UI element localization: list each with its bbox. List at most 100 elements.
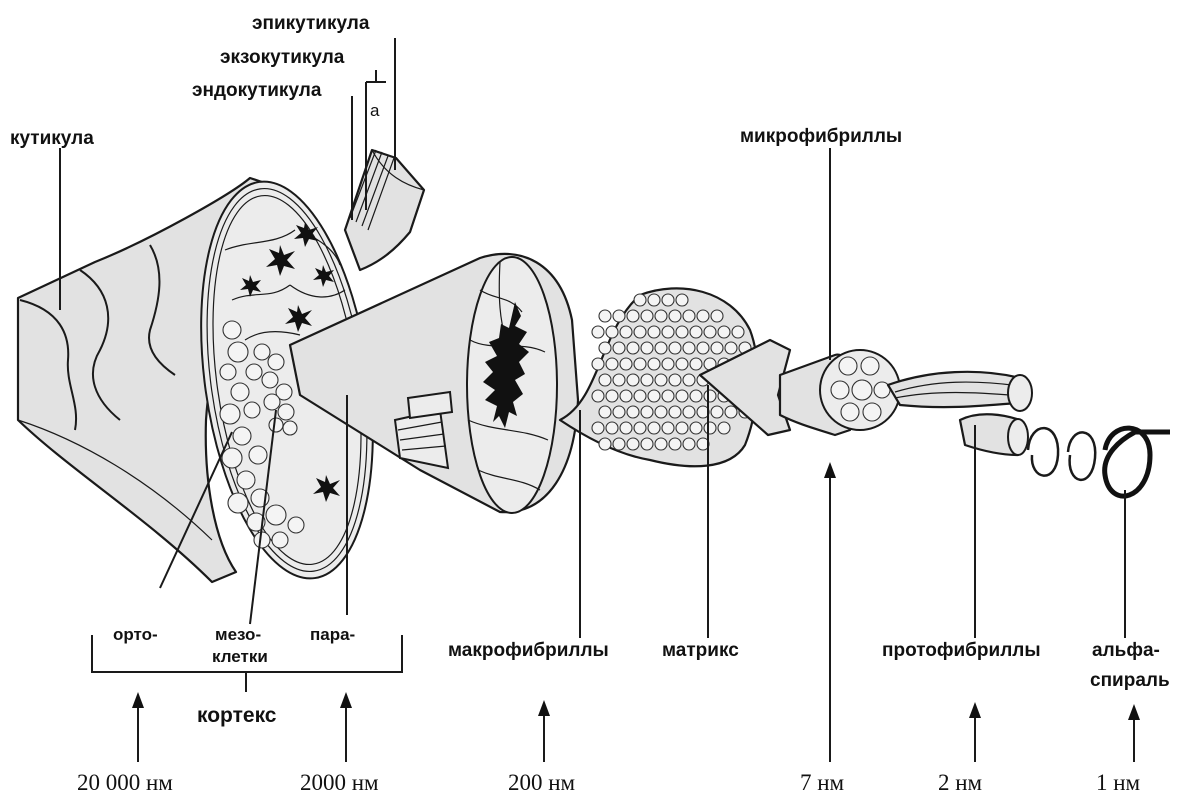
matrix-dot <box>641 342 653 354</box>
matrix-dot <box>648 326 660 338</box>
matrix-dot <box>634 358 646 370</box>
protofibril-stages <box>700 340 1170 496</box>
matrix-dot <box>676 358 688 370</box>
matrix-dot <box>718 326 730 338</box>
matrix-dot <box>599 342 611 354</box>
matrix-dot <box>592 358 604 370</box>
label-cuticle: кутикула <box>10 128 94 149</box>
label-endocuticle: эндокутикула <box>192 80 322 101</box>
matrix-dot <box>613 310 625 322</box>
matrix-dot <box>655 310 667 322</box>
matrix-dot <box>592 390 604 402</box>
matrix-dot <box>662 422 674 434</box>
label-cells: клетки <box>212 647 268 666</box>
matrix-dot <box>620 326 632 338</box>
matrix-dot <box>613 342 625 354</box>
matrix-dot <box>606 422 618 434</box>
matrix-dot <box>704 422 716 434</box>
matrix-dot <box>648 294 660 306</box>
scale-labels: 20 000 нм 2000 нм 200 нм 7 нм 2 нм 1 нм <box>77 770 1141 795</box>
matrix-dot <box>711 310 723 322</box>
label-macrofibrils: макрофибриллы <box>448 640 609 661</box>
matrix-dot <box>599 406 611 418</box>
matrix-dot <box>676 390 688 402</box>
label-meso: мезо- <box>215 625 261 644</box>
matrix-dot <box>634 422 646 434</box>
matrix-dot <box>704 390 716 402</box>
scale-label: 2 нм <box>938 770 983 795</box>
matrix-dot <box>641 438 653 450</box>
matrix-dot <box>697 310 709 322</box>
matrix-dot <box>718 422 730 434</box>
matrix-dot <box>613 438 625 450</box>
label-cortex: кортекс <box>197 704 277 727</box>
matrix-dot <box>627 342 639 354</box>
matrix-dot <box>725 406 737 418</box>
matrix-dot <box>725 342 737 354</box>
matrix-dot <box>648 422 660 434</box>
scale-label: 2000 нм <box>300 770 379 795</box>
matrix-dot <box>732 326 744 338</box>
matrix-dot <box>676 294 688 306</box>
matrix-dot <box>606 358 618 370</box>
matrix-dot <box>711 342 723 354</box>
matrix-dot <box>627 406 639 418</box>
scale-label: 200 нм <box>508 770 576 795</box>
matrix-dot <box>676 422 688 434</box>
matrix-dot <box>683 374 695 386</box>
matrix-dot <box>627 374 639 386</box>
matrix-dot <box>648 390 660 402</box>
matrix-dot <box>599 374 611 386</box>
matrix-dot <box>669 374 681 386</box>
matrix-dot <box>599 310 611 322</box>
matrix-dot <box>690 422 702 434</box>
label-alpha-2: спираль <box>1090 670 1170 691</box>
scale-label: 7 нм <box>800 770 845 795</box>
label-para: пара- <box>310 625 355 644</box>
matrix-dot <box>697 342 709 354</box>
matrix-dot <box>669 406 681 418</box>
matrix-dot <box>606 390 618 402</box>
matrix-dot <box>627 310 639 322</box>
matrix-dot <box>683 310 695 322</box>
label-exocuticle: экзокутикула <box>220 47 345 68</box>
matrix-dot <box>690 390 702 402</box>
matrix-dot <box>634 294 646 306</box>
label-microfibrils: микрофибриллы <box>740 126 902 147</box>
matrix-dot <box>641 374 653 386</box>
matrix-dot <box>683 342 695 354</box>
matrix-dot <box>690 326 702 338</box>
matrix-dot <box>662 358 674 370</box>
label-epicuticle: эпикутикула <box>252 13 370 34</box>
scale-label: 20 000 нм <box>77 770 173 795</box>
matrix-dot <box>634 326 646 338</box>
label-a: а <box>370 101 380 120</box>
matrix-dot <box>676 326 688 338</box>
matrix-dot <box>662 294 674 306</box>
matrix-dot <box>613 406 625 418</box>
label-protofibrils: протофибриллы <box>882 640 1041 661</box>
matrix-dot <box>711 406 723 418</box>
label-ortho: орто- <box>113 625 158 644</box>
matrix-dot <box>655 342 667 354</box>
matrix-dot <box>669 342 681 354</box>
matrix-dot <box>662 390 674 402</box>
matrix-dot <box>690 358 702 370</box>
alpha-helix <box>1028 428 1095 480</box>
alpha-helix-end <box>1105 428 1170 496</box>
matrix-dot <box>704 326 716 338</box>
label-alpha-1: альфа- <box>1092 640 1160 661</box>
matrix-dot <box>655 374 667 386</box>
matrix-dot <box>683 438 695 450</box>
scale-label: 1 нм <box>1096 770 1141 795</box>
matrix-dot <box>662 326 674 338</box>
matrix-dot <box>620 390 632 402</box>
matrix-dot <box>592 422 604 434</box>
matrix-dot <box>655 406 667 418</box>
matrix-dot <box>620 422 632 434</box>
matrix-dot <box>634 390 646 402</box>
matrix-dot <box>683 406 695 418</box>
matrix-dot <box>655 438 667 450</box>
matrix-dot <box>669 438 681 450</box>
